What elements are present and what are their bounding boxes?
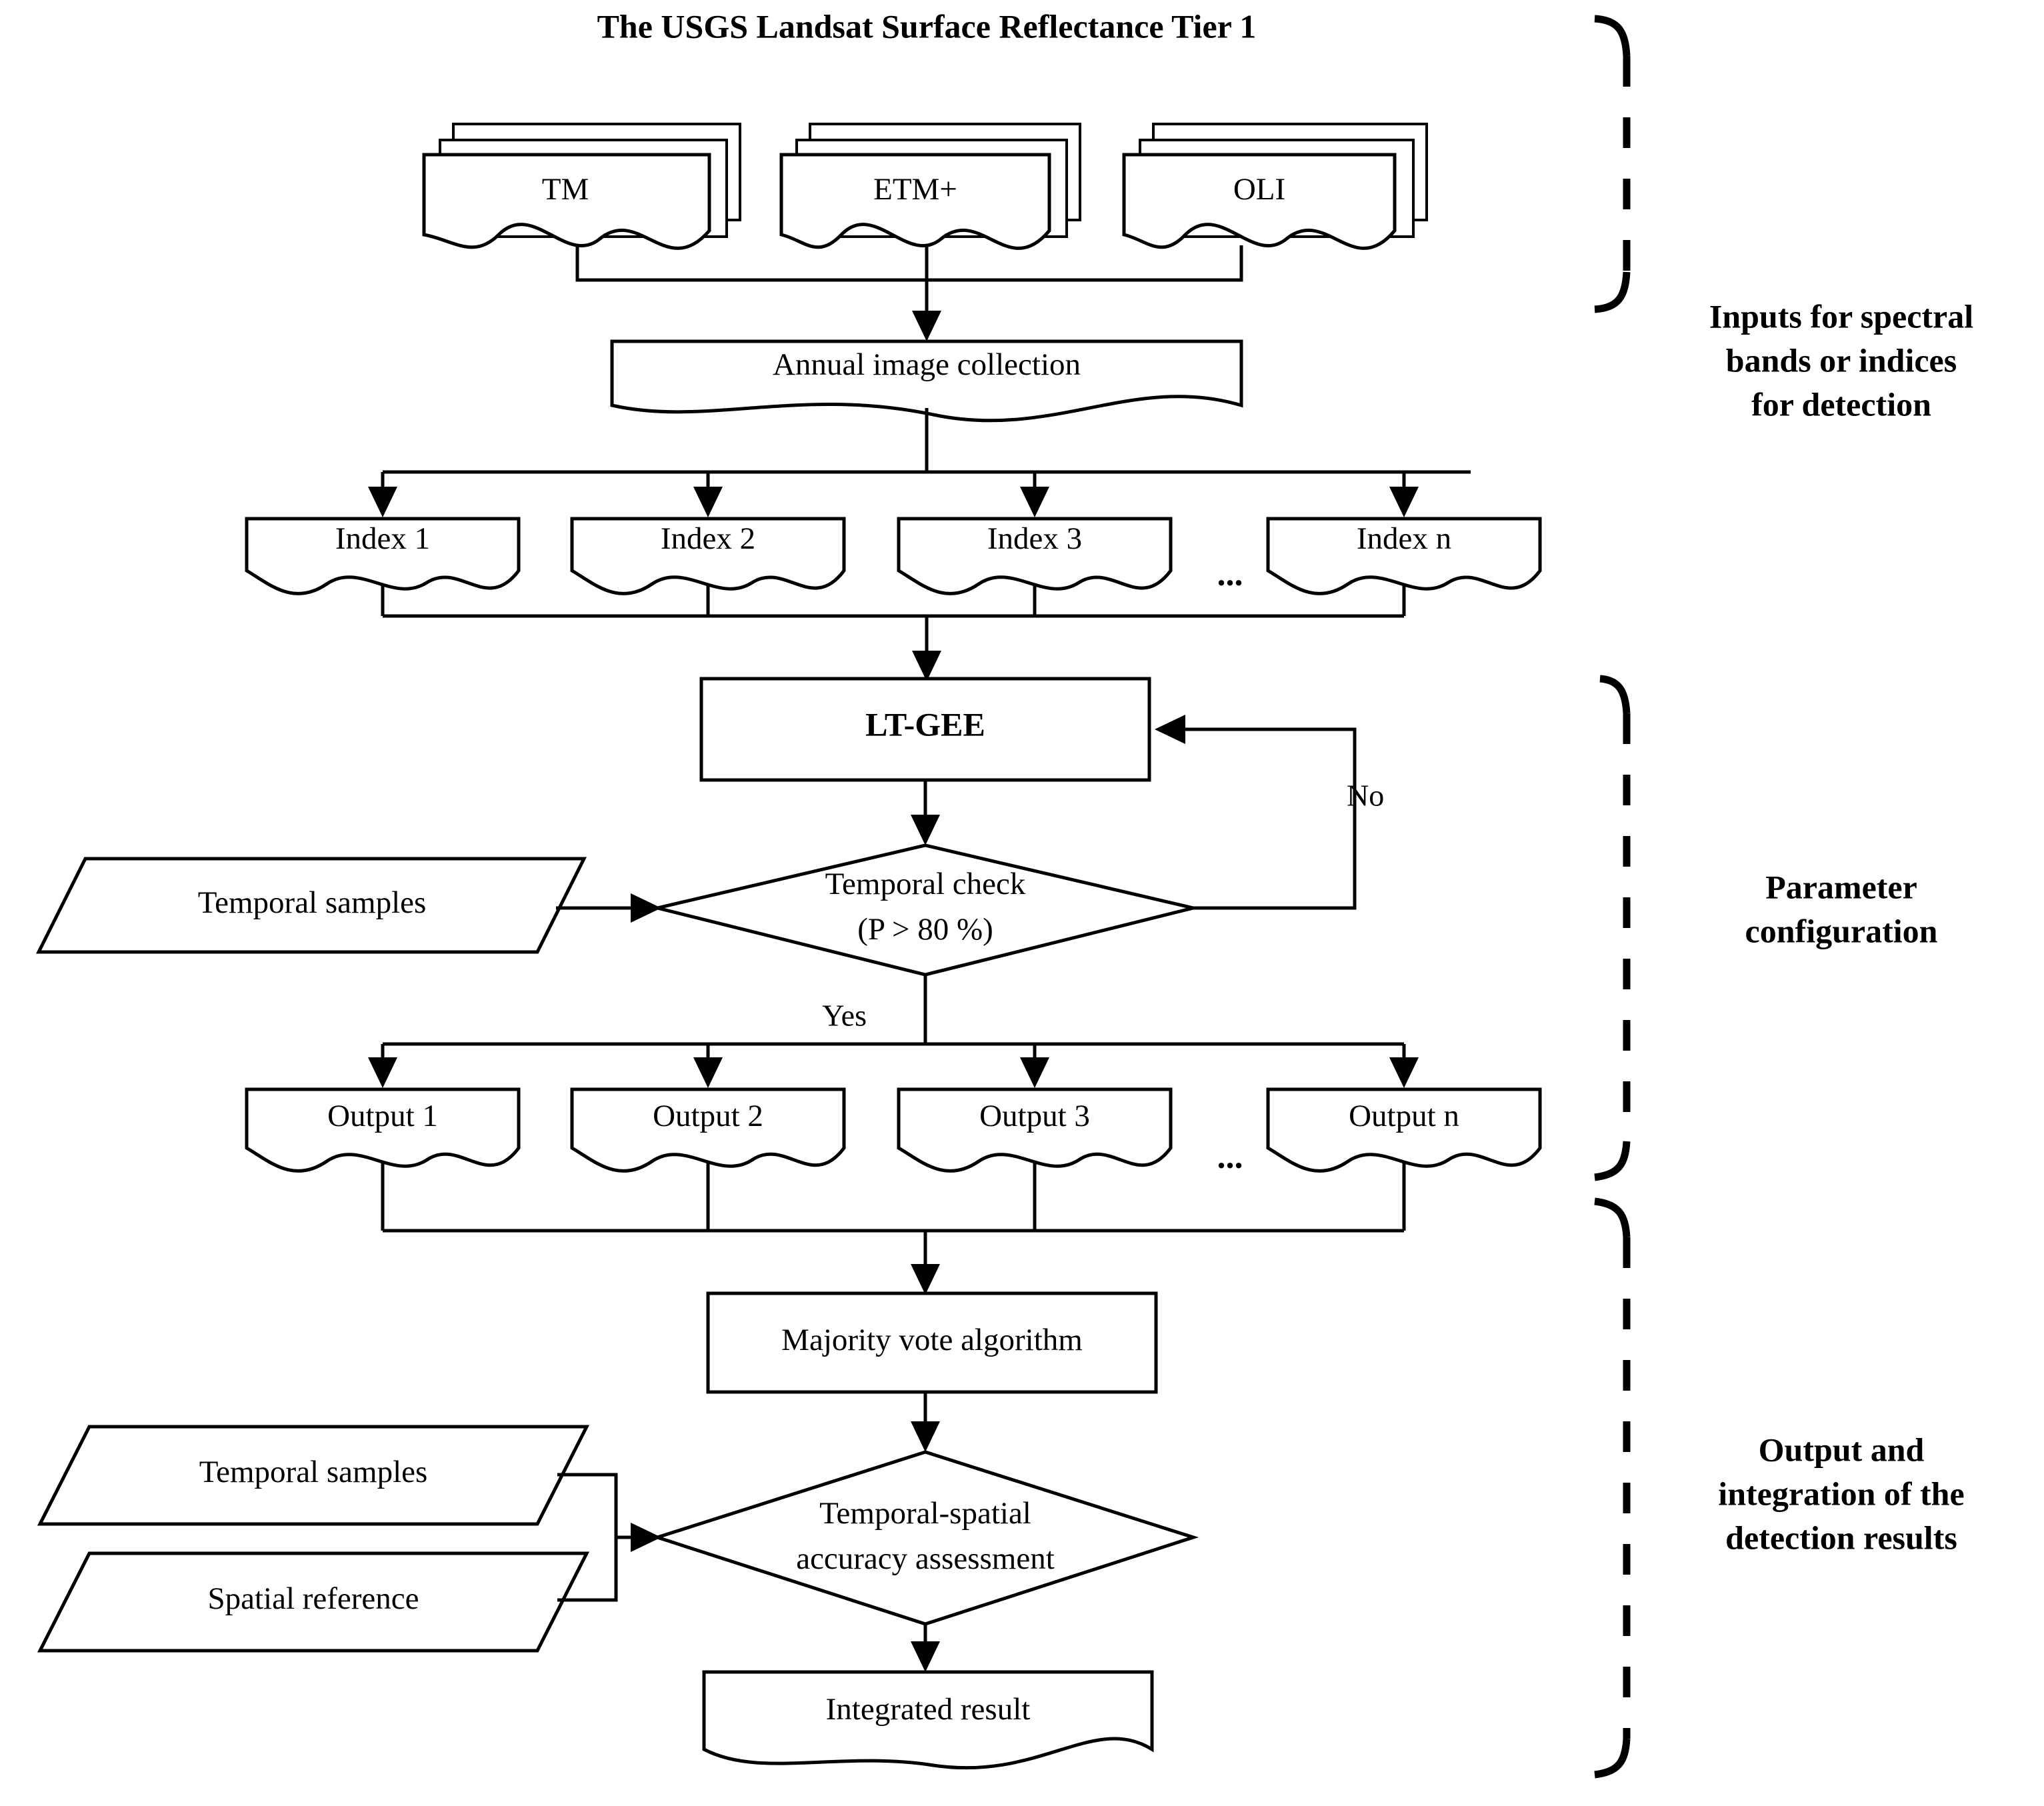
side-annotation-inputs-line3: for detection [1751,385,1931,423]
arrowhead-outputn [1389,1057,1419,1088]
side-annotation-inputs-line2: bands or indices [1726,341,1957,379]
side-annotation-output-line2: integration of the [1718,1475,1964,1512]
accuracy-assessment-line2: accuracy assessment [796,1541,1055,1576]
accuracy-assessment-line1: Temporal-spatial [819,1496,1031,1531]
side-annotation-parameter-line1: Parameter [1765,868,1917,905]
lt-gee-label: LT-GEE [865,705,985,743]
arrowhead-temporal-check [911,815,940,845]
arrowhead-accuracy [911,1421,940,1452]
majority-vote-label: Majority vote algorithm [781,1323,1083,1357]
sensor-label-etm: ETM+ [873,172,957,207]
node-temporal-samples-bottom: Temporal samples [37,1425,590,1526]
arrowhead-output2 [693,1057,723,1088]
arrowhead-integrated-result [911,1641,940,1672]
node-accuracy-assessment: Temporal-spatial accuracy assessment [651,1450,1199,1626]
node-output-1: Output 1 [245,1087,521,1173]
arrowhead-index1 [368,487,397,517]
node-index-1: Index 1 [245,517,521,595]
node-annual-image-collection: Annual image collection [610,339,1243,423]
output-label-2: Output 2 [653,1099,763,1133]
node-index-2: Index 2 [570,517,846,595]
temporal-check-line2: (P > 80 %) [857,912,993,947]
edge-label-yes: Yes [822,999,867,1033]
output-label-3: Output 3 [979,1099,1090,1133]
index-label-2: Index 2 [661,521,755,556]
output-label-1: Output 1 [327,1099,438,1133]
node-output-n: Output n [1266,1087,1542,1173]
node-integrated-result: Integrated result [702,1670,1154,1770]
connector-sensors-bus [575,245,1243,282]
arrowhead-collection [912,311,941,341]
arrowhead-merge-to-accuracy [631,1523,661,1552]
diagram-title: The USGS Landsat Surface Reflectance Tie… [597,7,1257,45]
arrowhead-index2 [693,487,723,517]
arrowhead-output3 [1020,1057,1049,1088]
temporal-samples-top-label: Temporal samples [198,885,427,920]
index-label-1: Index 1 [335,521,430,556]
brace-parameter [1594,675,1631,1181]
node-index-3: Index 3 [897,517,1173,595]
index-label-3: Index 3 [987,521,1082,556]
sensor-label-tm: TM [542,172,589,207]
output-label-n: Output n [1349,1099,1459,1133]
temporal-check-line1: Temporal check [825,867,1026,901]
index-label-n: Index n [1357,521,1451,556]
sensor-node-oli: OLI [1122,123,1428,250]
side-annotation-inputs: Inputs for spectral bands or indices for… [1709,297,1973,423]
side-annotation-output-line1: Output and [1759,1431,1925,1468]
connector-no-feedback [1173,727,1357,910]
integrated-result-label: Integrated result [826,1692,1031,1727]
side-annotation-inputs-line1: Inputs for spectral [1709,297,1973,335]
node-output-2: Output 2 [570,1087,846,1173]
node-index-n: Index n [1266,517,1542,595]
sensor-label-oli: OLI [1233,172,1285,207]
node-output-3: Output 3 [897,1087,1173,1173]
side-annotation-output-line3: detection results [1725,1519,1957,1556]
side-annotation-parameter: Parameter configuration [1745,868,1938,949]
node-majority-vote: Majority vote algorithm [706,1291,1158,1394]
index-ellipsis: ... [1217,555,1243,593]
output-ellipsis: ... [1217,1138,1243,1176]
side-annotation-parameter-line2: configuration [1745,912,1938,949]
arrowhead-samples-to-check [631,893,661,923]
edge-label-no: No [1347,779,1384,813]
temporal-samples-bottom-label: Temporal samples [199,1455,428,1489]
brace-inputs [1594,15,1631,313]
arrowhead-output1 [368,1057,397,1088]
side-annotation-output: Output and integration of the detection … [1718,1431,1964,1556]
brace-output [1594,1197,1631,1779]
node-temporal-check: Temporal check (P > 80 %) [657,843,1194,977]
node-lt-gee: LT-GEE [699,677,1151,782]
node-temporal-samples-top: Temporal samples [35,857,587,954]
arrowhead-index3 [1020,487,1049,517]
arrowhead-indexn [1389,487,1419,517]
arrowhead-no-feedback [1155,715,1185,744]
annual-collection-label: Annual image collection [773,347,1081,382]
arrowhead-ltgee [912,651,941,681]
sensor-node-etm: ETM+ [779,123,1081,250]
arrowhead-majority-vote [911,1264,940,1295]
sensor-node-tm: TM [422,123,741,250]
spatial-reference-label: Spatial reference [207,1581,419,1616]
node-spatial-reference: Spatial reference [37,1551,590,1653]
